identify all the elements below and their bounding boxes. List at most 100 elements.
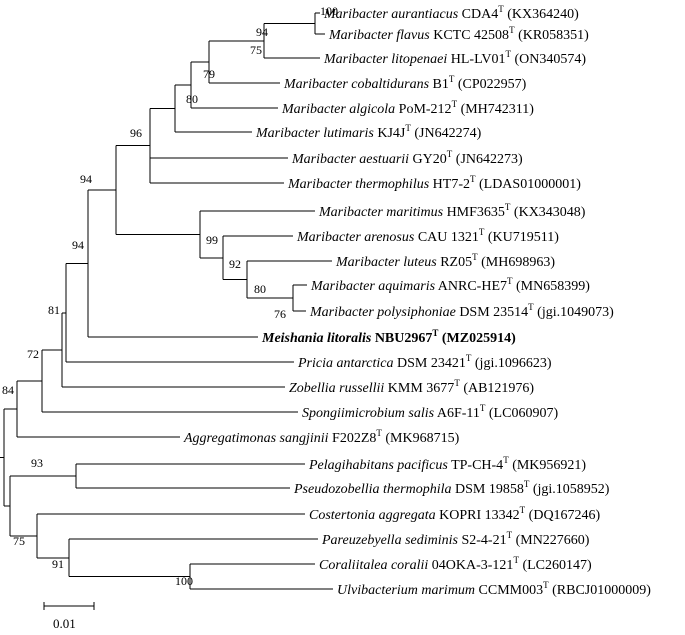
bootstrap-value: 94: [256, 25, 268, 39]
taxon-accession: (DQ167246): [525, 508, 600, 523]
taxon-species: Coraliitalea coralii: [319, 558, 428, 573]
taxon-label: Maribacter flavus KCTC 42508T (KR058351): [328, 25, 589, 43]
taxon-species: Maribacter arenosus: [296, 230, 415, 245]
type-strain-mark: T: [432, 328, 438, 338]
taxon-label: Maribacter cobaltidurans B1T (CP022957): [283, 74, 527, 92]
tree-branches: [0, 12, 333, 590]
taxon-accession: (MN227660): [512, 533, 590, 548]
taxon-species: Pareuzebyella sediminis: [321, 533, 459, 548]
taxon-species: Aggregatimonas sangjinii: [183, 431, 329, 446]
taxon-strain: NBU2967: [371, 331, 432, 346]
type-strain-mark: T: [524, 479, 530, 489]
taxon-accession: (MN658399): [513, 279, 591, 294]
taxon-species: Pricia antarctica: [297, 356, 394, 371]
type-strain-mark: T: [454, 378, 460, 388]
taxon-strain: CCMM003: [475, 583, 543, 598]
taxon-species: Maribacter algicola: [281, 102, 395, 117]
taxon-label: Costertonia aggregata KOPRI 13342T (DQ16…: [309, 505, 601, 523]
type-strain-mark: T: [507, 530, 513, 540]
taxon-accession: (ON340574): [511, 52, 586, 67]
taxon-label: Aggregatimonas sangjinii F202Z8T (MK9687…: [183, 428, 460, 446]
taxon-strain: HT7-2: [429, 177, 470, 192]
taxon-accession: (KX343048): [510, 205, 585, 220]
type-strain-mark: T: [520, 505, 526, 515]
taxon-strain: TP-CH-4: [448, 458, 503, 473]
type-strain-mark: T: [466, 353, 472, 363]
taxon-species: Maribacter cobaltidurans: [283, 77, 430, 92]
taxon-species: Maribacter luteus: [335, 255, 437, 270]
taxon-label: Pelagihabitans pacificus TP-CH-4T (MK956…: [308, 455, 586, 473]
taxon-accession: (MH698963): [478, 255, 556, 270]
taxon-species: Maribacter aestuarii: [291, 152, 409, 167]
type-strain-mark: T: [543, 580, 549, 590]
bootstrap-value: 80: [186, 92, 198, 106]
bootstrap-value: 72: [27, 347, 39, 361]
taxon-species: Costertonia aggregata: [309, 508, 436, 523]
taxon-accession: (AB121976): [460, 381, 535, 396]
taxon-accession: (MK968715): [382, 431, 460, 446]
taxon-species: Maribacter aurantiacus: [323, 7, 459, 22]
type-strain-mark: T: [498, 4, 504, 14]
taxon-strain: DSM 23421: [394, 356, 466, 371]
taxon-label: Maribacter aestuarii GY20T (JN642273): [291, 149, 523, 167]
taxon-label: Maribacter luteus RZ05T (MH698963): [335, 252, 555, 270]
taxon-accession: (jgi.1096623): [471, 356, 551, 371]
taxon-accession: (KR058351): [515, 28, 590, 43]
taxon-accession: (JN642274): [411, 126, 482, 141]
taxon-accession: (jgi.1049073): [534, 305, 614, 320]
scale-bar: 0.01: [43, 602, 95, 631]
taxon-strain: DSM 23514: [456, 305, 528, 320]
bootstrap-value: 99: [206, 233, 218, 247]
type-strain-mark: T: [505, 49, 511, 59]
taxon-label: Pricia antarctica DSM 23421T (jgi.109662…: [297, 353, 552, 371]
bootstrap-value: 100: [175, 574, 193, 588]
taxon-strain: F202Z8: [329, 431, 377, 446]
taxon-species: Maribacter litopenaei: [323, 52, 447, 67]
bootstrap-value: 84: [2, 383, 14, 397]
taxon-species: Maribacter lutimaris: [255, 126, 374, 141]
taxon-label: Spongiimicrobium salis A6F-11T (LC060907…: [302, 403, 558, 421]
type-strain-mark: T: [528, 302, 534, 312]
type-strain-mark: T: [452, 99, 458, 109]
taxon-label: Ulvibacterium marimum CCMM003T (RBCJ0100…: [337, 580, 651, 598]
taxon-accession: (MZ025914): [438, 331, 516, 346]
bootstrap-value: 75: [13, 534, 25, 548]
taxon-accession: (LC060907): [485, 406, 558, 421]
taxon-species: Maribacter aquimaris: [310, 279, 436, 294]
taxon-species: Pelagihabitans pacificus: [308, 458, 448, 473]
taxon-accession: (MH742311): [457, 102, 534, 117]
taxon-labels: Maribacter aurantiacus CDA4T (KX364240)M…: [183, 4, 651, 598]
taxon-label: Maribacter arenosus CAU 1321T (KU719511): [296, 227, 559, 245]
taxon-strain: RZ05: [437, 255, 472, 270]
taxon-strain: GY20: [409, 152, 447, 167]
taxon-species: Maribacter flavus: [328, 28, 430, 43]
type-strain-mark: T: [505, 202, 511, 212]
bootstrap-value: 91: [52, 557, 64, 571]
taxon-strain: CDA4: [458, 7, 498, 22]
taxon-label: Maribacter aquimaris ANRC-HE7T (MN658399…: [310, 276, 590, 294]
taxon-strain: PoM-212: [395, 102, 451, 117]
bootstrap-value: 76: [274, 307, 286, 321]
taxon-accession: (JN642273): [452, 152, 523, 167]
taxon-accession: (jgi.1058952): [529, 482, 609, 497]
bootstrap-value: 75: [250, 43, 262, 57]
taxon-label: Maribacter maritimus HMF3635T (KX343048): [318, 202, 586, 220]
type-strain-mark: T: [479, 227, 485, 237]
type-strain-mark: T: [509, 25, 515, 35]
bootstrap-value: 94: [72, 238, 84, 252]
taxon-strain: KJ4J: [374, 126, 406, 141]
taxon-accession: (MK956921): [509, 458, 587, 473]
bootstrap-value: 100: [320, 4, 338, 18]
taxon-accession: (LDAS01000001): [475, 177, 581, 192]
taxon-strain: KCTC 42508: [430, 28, 509, 43]
bootstrap-value: 92: [229, 257, 241, 271]
taxon-accession: (LC260147): [519, 558, 592, 573]
taxon-label: Zobellia russellii KMM 3677T (AB121976): [289, 378, 534, 396]
taxon-label: Meishania litoralis NBU2967T (MZ025914): [261, 328, 516, 346]
taxon-strain: ANRC-HE7: [435, 279, 507, 294]
type-strain-mark: T: [503, 455, 509, 465]
taxon-species: Maribacter polysiphoniae: [309, 305, 456, 320]
taxon-label: Maribacter aurantiacus CDA4T (KX364240): [323, 4, 579, 22]
